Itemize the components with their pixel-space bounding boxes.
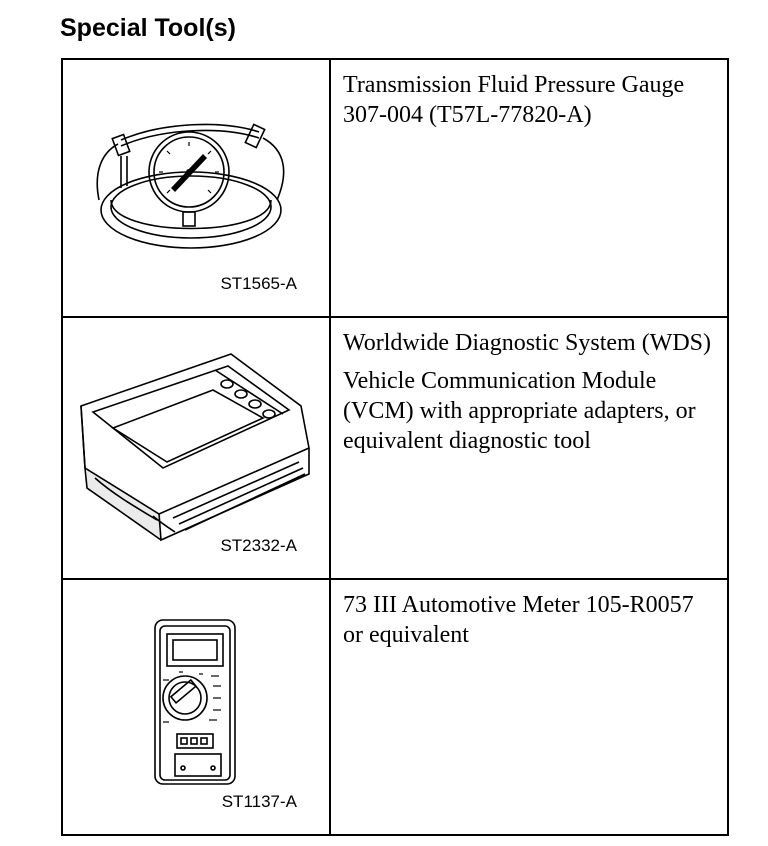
- tool-description: Worldwide Diagnostic System (WDS): [343, 330, 712, 356]
- tool-image-cell: ST1137-A: [61, 578, 331, 836]
- tool-description: Transmission Fluid Pressure Gauge 307-00…: [343, 72, 685, 128]
- pressure-gauge-icon: [96, 123, 285, 249]
- tool-description-cell: Transmission Fluid Pressure Gauge 307-00…: [329, 58, 729, 318]
- tool-description-cell: Worldwide Diagnostic System (WDS) Vehicl…: [329, 316, 729, 580]
- table-row: ST1565-A Transmission Fluid Pressure Gau…: [61, 58, 729, 318]
- tool-description: 73 III Automotive Meter 105-R0057 or equ…: [343, 592, 694, 648]
- tool-code: ST1565-A: [220, 274, 297, 293]
- special-tools-table: ST1565-A Transmission Fluid Pressure Gau…: [61, 58, 729, 836]
- tool-image-cell: ST1565-A: [61, 58, 331, 318]
- page-title: Special Tool(s): [60, 14, 236, 42]
- multimeter-icon: [154, 619, 236, 785]
- table-row: ST2332-A Worldwide Diagnostic System (WD…: [61, 316, 729, 580]
- tool-description-cell: 73 III Automotive Meter 105-R0057 or equ…: [329, 578, 729, 836]
- tool-code: ST2332-A: [220, 536, 297, 555]
- diagnostic-system-icon: [80, 353, 310, 542]
- tool-image-cell: ST2332-A: [61, 316, 331, 580]
- tool-code: ST1137-A: [221, 792, 297, 811]
- tool-description: Vehicle Communication Module (VCM) with …: [343, 368, 696, 454]
- table-row: ST1137-A 73 III Automotive Meter 105-R00…: [61, 578, 729, 836]
